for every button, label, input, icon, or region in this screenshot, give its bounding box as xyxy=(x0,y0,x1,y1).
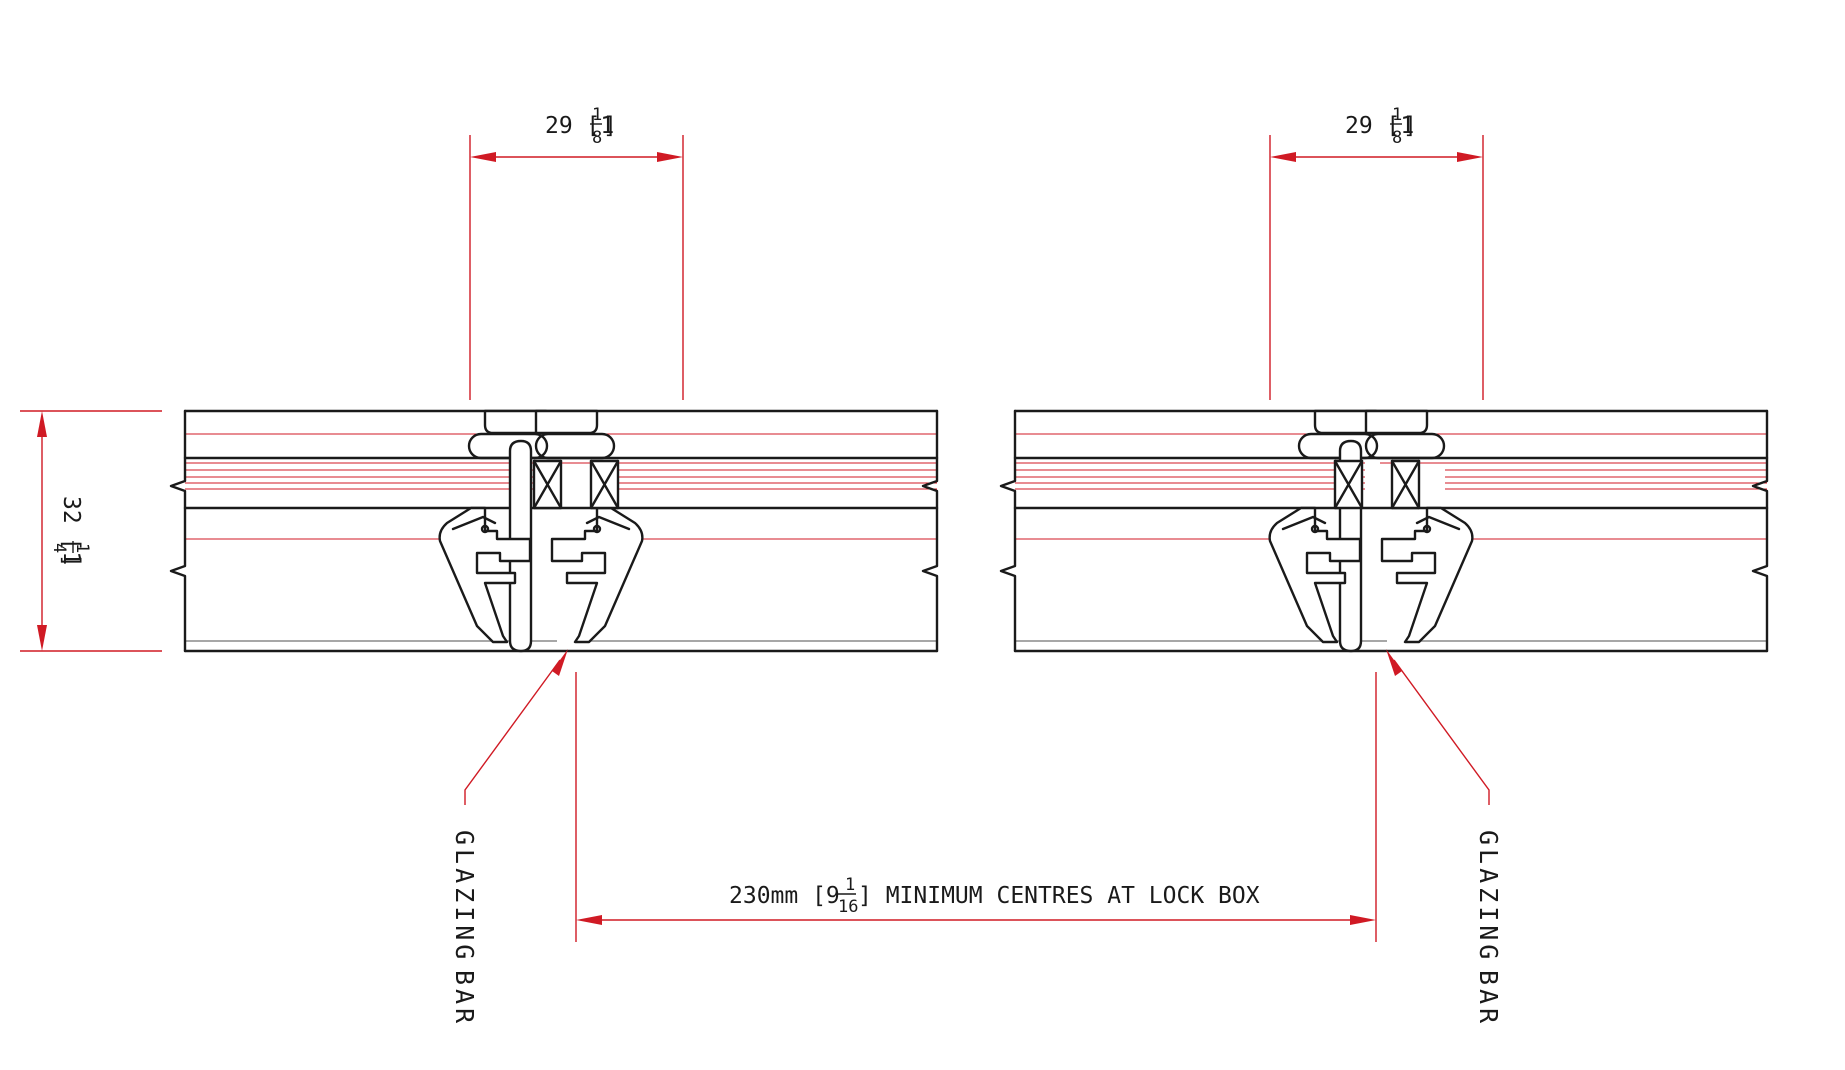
overall-height-num: 1 xyxy=(72,543,92,553)
right-bar-width-dimension: 29 [1 1 8 ] xyxy=(1269,105,1484,400)
left-bar-width-num: 1 xyxy=(592,105,602,125)
left-setting-block-a xyxy=(532,459,563,510)
overall-height-whole: 32 [1 xyxy=(58,496,84,565)
right-bar-width-num: 1 xyxy=(1392,105,1402,125)
right-glazing-bar-label-line2: BAR xyxy=(1474,970,1503,1027)
right-bar-width-close: ] xyxy=(1403,113,1417,139)
right-glazing-bar-label-line1: GLAZING xyxy=(1474,830,1503,963)
right-glazing-bar-leader: GLAZING BAR xyxy=(1386,649,1503,1027)
left-setting-block-b xyxy=(589,459,620,510)
overall-height-close: ] xyxy=(58,554,84,568)
left-glazing-bar-label-line2: BAR xyxy=(450,970,479,1027)
centres-num: 1 xyxy=(845,875,855,895)
left-bar-width-whole: 29 [1 xyxy=(545,113,614,139)
right-glazing-assembly xyxy=(999,409,1769,653)
left-glazing-bar-leader: GLAZING BAR xyxy=(450,649,568,1027)
centres-suffix: ] MINIMUM CENTRES AT LOCK BOX xyxy=(858,883,1260,909)
right-setting-block-b xyxy=(1390,459,1421,510)
left-bar-width-den: 8 xyxy=(592,128,602,148)
right-setting-block-a xyxy=(1333,459,1364,510)
right-bar-width-whole: 29 [1 xyxy=(1345,113,1414,139)
right-bar-width-den: 8 xyxy=(1392,128,1402,148)
overall-height-den: 4 xyxy=(49,543,69,553)
centres-den: 16 xyxy=(838,897,858,917)
left-glazing-assembly xyxy=(169,409,939,653)
left-glazing-bar-label-line1: GLAZING xyxy=(450,830,479,963)
left-bar-width-close: ] xyxy=(603,113,617,139)
centres-dimension: 230mm [9 1 16 ] MINIMUM CENTRES AT LOCK … xyxy=(575,672,1377,942)
left-bar-width-dimension: 29 [1 1 8 ] xyxy=(469,105,684,400)
centres-prefix: 230mm [9 xyxy=(729,883,840,909)
overall-height-dimension: 32 [1 1 4 ] xyxy=(20,410,162,652)
